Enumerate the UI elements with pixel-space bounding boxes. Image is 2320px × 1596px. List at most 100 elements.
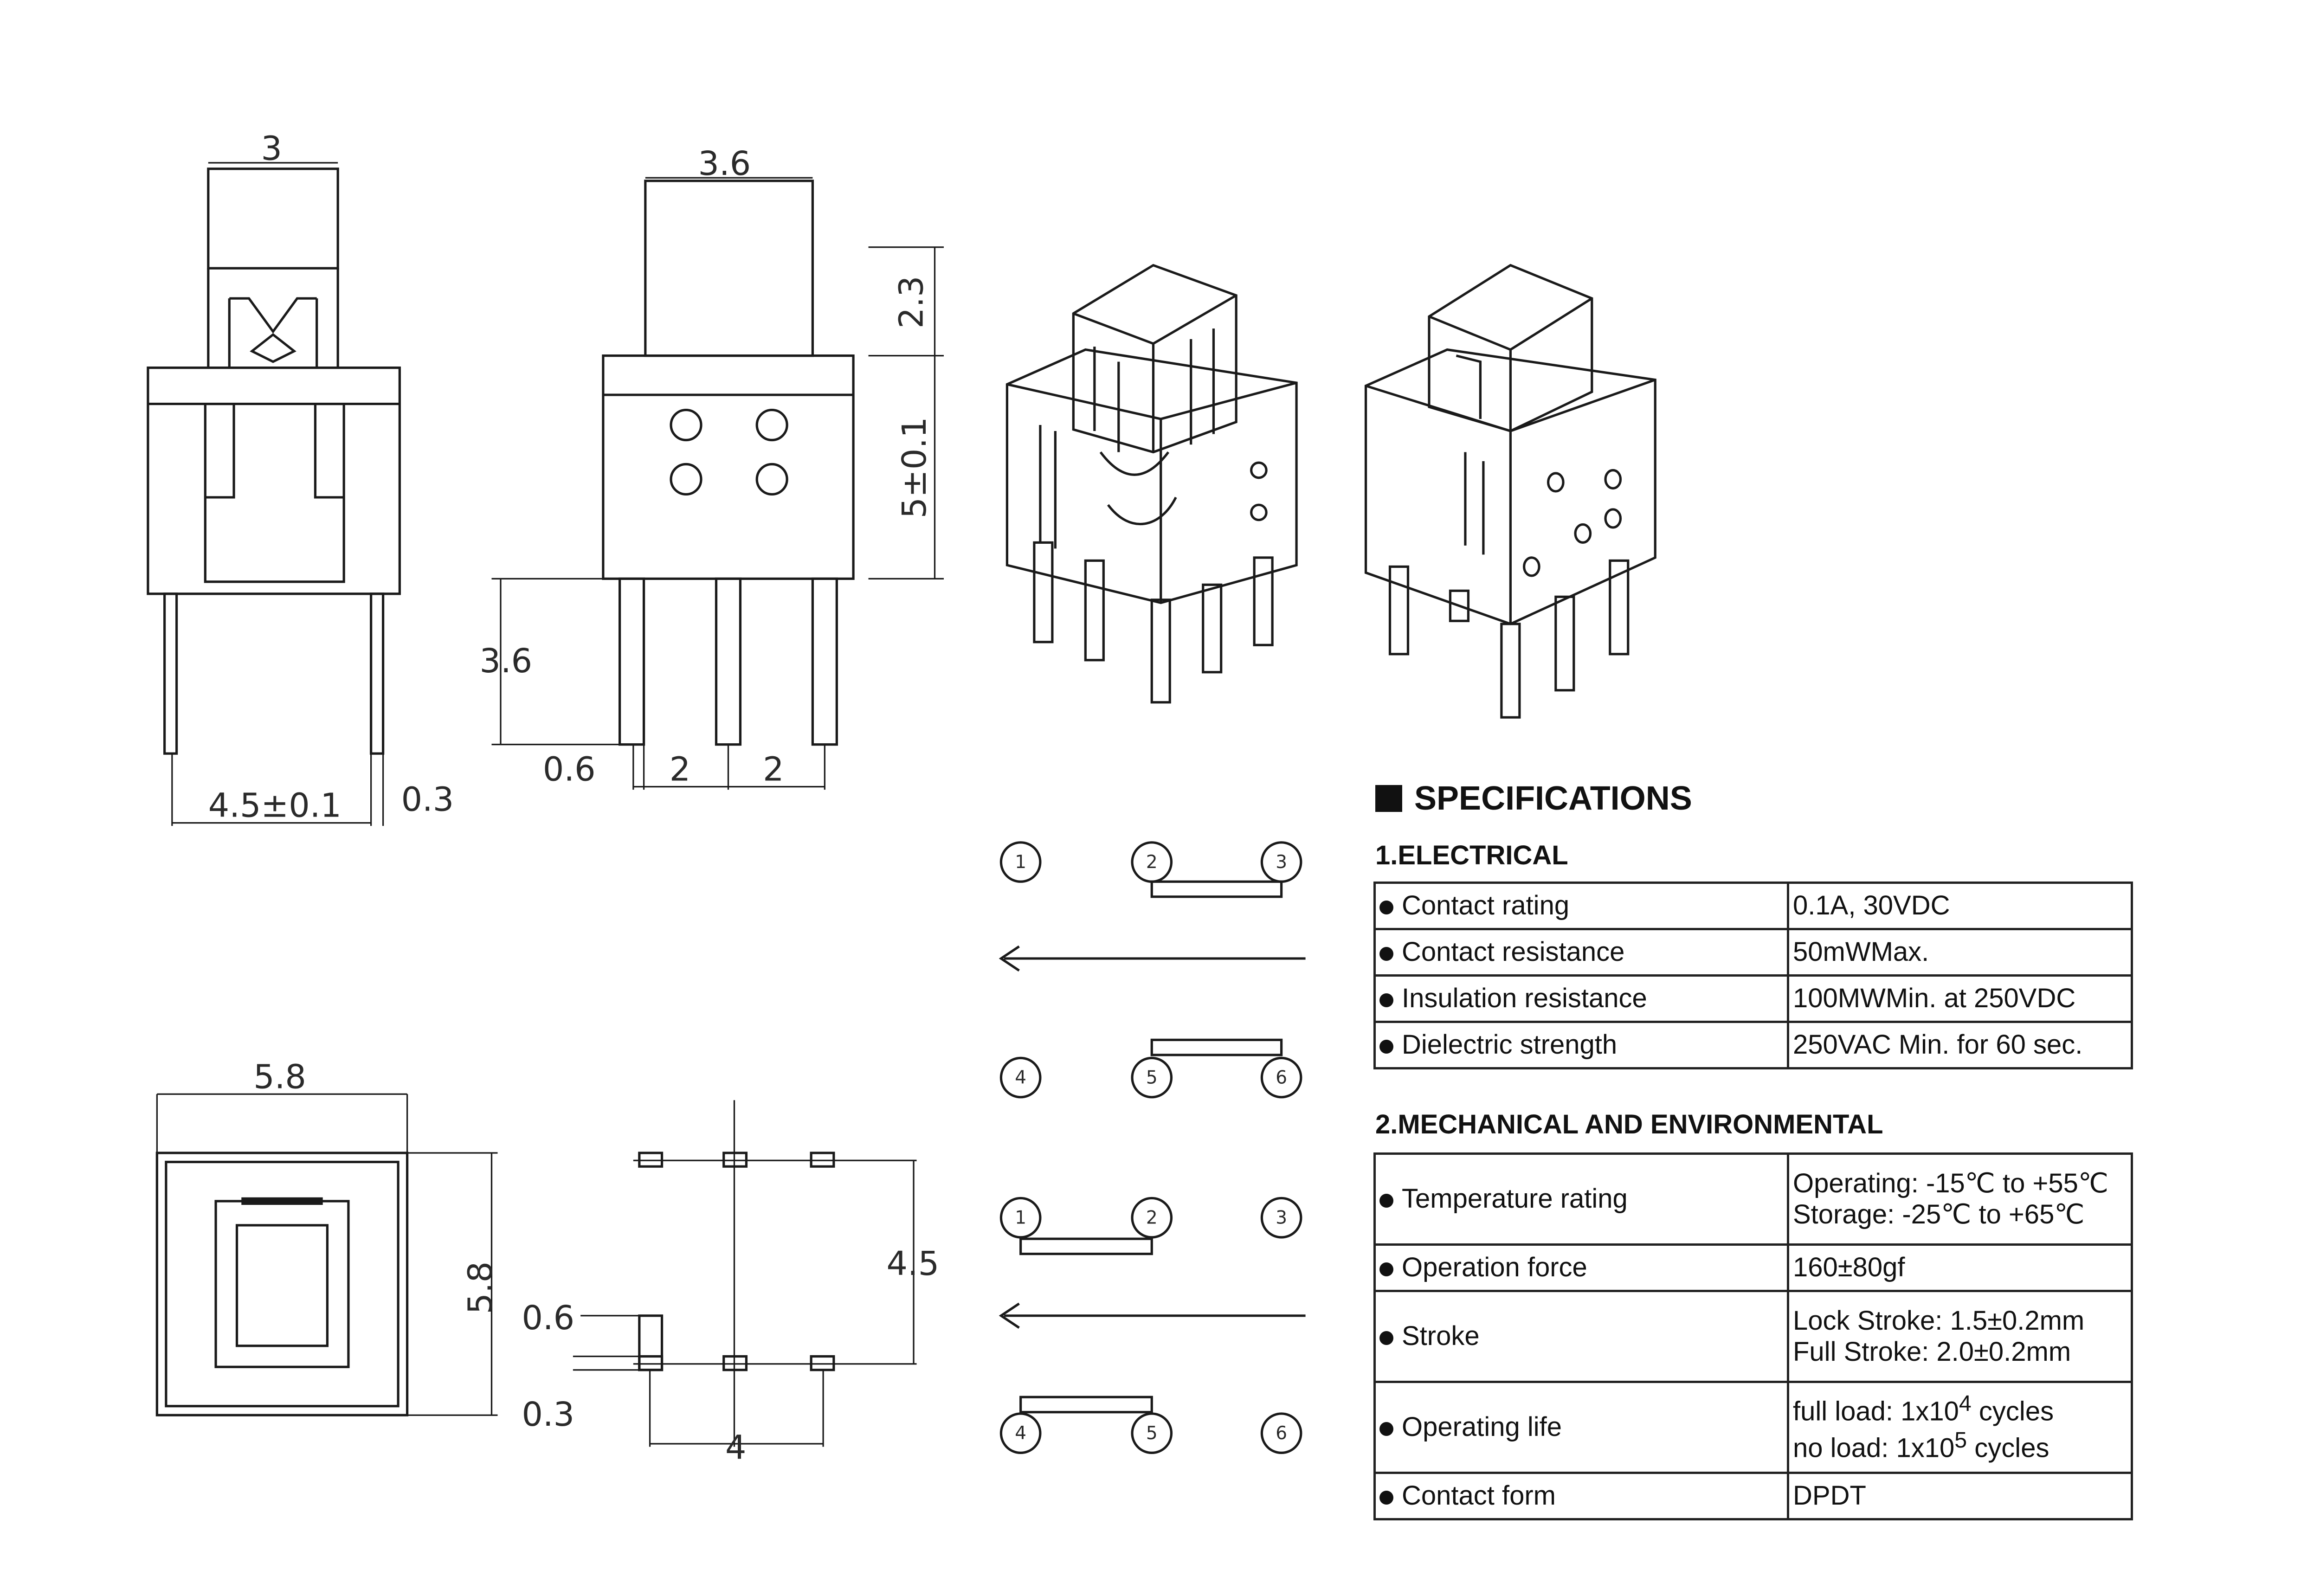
row-value-text: full load: 1x10 xyxy=(1793,1396,1959,1427)
dim-side-pin-span: 4.5±0.1 xyxy=(208,786,342,825)
mechanical-heading: 2.MECHANICAL AND ENVIRONMENTAL xyxy=(1375,1109,1883,1139)
row-label-cell: Stroke xyxy=(1373,1290,1789,1383)
pin-label: 1 xyxy=(1015,1208,1026,1229)
dim-pin-length: 3.6 xyxy=(480,642,533,680)
row-label-cell: Operation force xyxy=(1373,1243,1789,1292)
table-row: Contact form DPDT xyxy=(1373,1472,2133,1520)
table-row: Dielectric strength 250VAC Min. for 60 s… xyxy=(1373,1021,2133,1069)
row-label: Operating life xyxy=(1402,1412,1562,1442)
pin-label: 1 xyxy=(1015,852,1026,873)
pin-label: 6 xyxy=(1276,1423,1287,1444)
row-value-cell: Operating: -15℃ to +55℃ Storage: -25℃ to… xyxy=(1787,1152,2133,1246)
row-value: 250VAC Min. for 60 sec. xyxy=(1787,1021,2133,1069)
table-row: Stroke Lock Stroke: 1.5±0.2mm Full Strok… xyxy=(1373,1290,2133,1383)
table-row: Contact rating 0.1A, 30VDC xyxy=(1373,882,2133,930)
row-label-cell: Contact form xyxy=(1373,1472,1789,1520)
row-label: Contact rating xyxy=(1402,890,1570,921)
table-row: Contact resistance 50mWMax. xyxy=(1373,928,2133,977)
exponent: 5 xyxy=(1954,1427,1967,1453)
side-view xyxy=(147,162,401,826)
bullet-icon xyxy=(1379,1490,1393,1505)
pin-label: 4 xyxy=(1015,1068,1026,1088)
row-value-cell: Lock Stroke: 1.5±0.2mm Full Stroke: 2.0±… xyxy=(1787,1290,2133,1383)
top-view xyxy=(155,1093,498,1416)
schematic-pin-labels: 1 2 3 4 5 6 1 2 3 4 5 6 xyxy=(1015,852,1287,1444)
row-label: Stroke xyxy=(1402,1321,1480,1351)
dim-actuator-height: 2.3 xyxy=(892,276,931,328)
pcb-layout xyxy=(573,1100,917,1447)
front-view xyxy=(491,177,944,790)
electrical-table: Contact rating 0.1A, 30VDC Contact resis… xyxy=(1373,882,2133,1069)
table-row: Operation force 160±80gf xyxy=(1373,1243,2133,1292)
row-label-cell: Operating life xyxy=(1373,1381,1789,1474)
mechanical-table: Temperature rating Operating: -15℃ to +5… xyxy=(1373,1152,2133,1520)
table-row: Temperature rating Operating: -15℃ to +5… xyxy=(1373,1152,2133,1246)
dim-top-width: 5.8 xyxy=(253,1057,306,1096)
pin-label: 6 xyxy=(1276,1068,1287,1088)
table-row: Operating life full load: 1x104 cycles n… xyxy=(1373,1381,2133,1474)
row-value: Lock Stroke: 1.5±0.2mm xyxy=(1793,1305,2085,1336)
specifications-title: SPECIFICATIONS xyxy=(1375,779,1692,817)
dim-pad-width: 0.6 xyxy=(522,1299,574,1337)
dim-pin-thickness: 0.3 xyxy=(401,780,454,819)
row-value: 0.1A, 30VDC xyxy=(1787,882,2133,930)
pin-label: 2 xyxy=(1146,852,1158,873)
bullet-icon xyxy=(1379,1193,1393,1208)
isometric-view xyxy=(1364,264,1656,719)
dim-front-top-width: 3.6 xyxy=(698,144,751,183)
bullet-icon xyxy=(1379,1422,1393,1436)
specifications-title-text: SPECIFICATIONS xyxy=(1414,780,1692,817)
table-row: Insulation resistance 100MWMin. at 250VD… xyxy=(1373,974,2133,1023)
row-label-cell: Temperature rating xyxy=(1373,1152,1789,1246)
pin-label: 3 xyxy=(1276,852,1287,873)
row-label: Temperature rating xyxy=(1402,1184,1628,1214)
bullet-icon xyxy=(1379,1331,1393,1345)
row-value-unit: cycles xyxy=(1967,1432,2049,1463)
row-value: 100MWMin. at 250VDC xyxy=(1787,974,2133,1023)
pin-label: 4 xyxy=(1015,1423,1026,1444)
dim-top-height: 5.8 xyxy=(461,1261,499,1314)
pin-label: 3 xyxy=(1276,1208,1287,1229)
dim-pad-thickness: 0.3 xyxy=(522,1395,574,1434)
row-label-cell: Dielectric strength xyxy=(1373,1021,1789,1069)
bullet-icon xyxy=(1379,946,1393,961)
pin-label: 2 xyxy=(1146,1208,1158,1229)
dim-side-top-width: 3 xyxy=(261,129,282,167)
isometric-cutaway-view xyxy=(1005,264,1298,704)
row-value: DPDT xyxy=(1787,1472,2133,1520)
row-value: full load: 1x104 cycles xyxy=(1793,1391,2127,1427)
row-label: Operation force xyxy=(1402,1252,1587,1283)
row-label-cell: Contact rating xyxy=(1373,882,1789,930)
row-value: Operating: -15℃ to +55℃ xyxy=(1793,1168,2109,1198)
switch-schematic xyxy=(999,841,1306,1454)
exponent: 4 xyxy=(1959,1391,1972,1416)
row-label: Dielectric strength xyxy=(1402,1030,1618,1060)
black-square-icon xyxy=(1375,785,1402,812)
pin-label: 5 xyxy=(1146,1068,1158,1088)
row-value-cell: full load: 1x104 cycles no load: 1x105 c… xyxy=(1787,1381,2133,1474)
bullet-icon xyxy=(1379,1262,1393,1276)
row-label-cell: Insulation resistance xyxy=(1373,974,1789,1023)
row-label: Contact form xyxy=(1402,1480,1556,1511)
dim-pin-pitch-a: 2 xyxy=(670,750,690,789)
row-label: Contact resistance xyxy=(1402,937,1625,967)
bullet-icon xyxy=(1379,1039,1393,1054)
dim-pad-pitch: 4 xyxy=(725,1428,746,1467)
row-value: Full Stroke: 2.0±0.2mm xyxy=(1793,1336,2071,1367)
electrical-heading: 1.ELECTRICAL xyxy=(1375,840,1568,870)
bullet-icon xyxy=(1379,900,1393,914)
row-value-text: no load: 1x10 xyxy=(1793,1432,1955,1463)
dim-pin-gap: 0.6 xyxy=(543,750,596,789)
row-value: no load: 1x105 cycles xyxy=(1793,1428,2127,1464)
row-label-cell: Contact resistance xyxy=(1373,928,1789,977)
row-value: Storage: -25℃ to +65℃ xyxy=(1793,1199,2085,1229)
pin-label: 5 xyxy=(1146,1423,1158,1444)
dim-body-height: 5±0.1 xyxy=(895,417,934,518)
row-label: Insulation resistance xyxy=(1402,983,1647,1014)
dim-row-spacing: 4.5 xyxy=(887,1244,940,1283)
dimension-labels: 3 3.6 2.3 5±0.1 3.6 0.6 2 2 4.5±0.1 0.3 … xyxy=(208,129,939,1467)
row-value: 160±80gf xyxy=(1787,1243,2133,1292)
bullet-icon xyxy=(1379,993,1393,1007)
dim-pin-pitch-b: 2 xyxy=(763,750,784,789)
